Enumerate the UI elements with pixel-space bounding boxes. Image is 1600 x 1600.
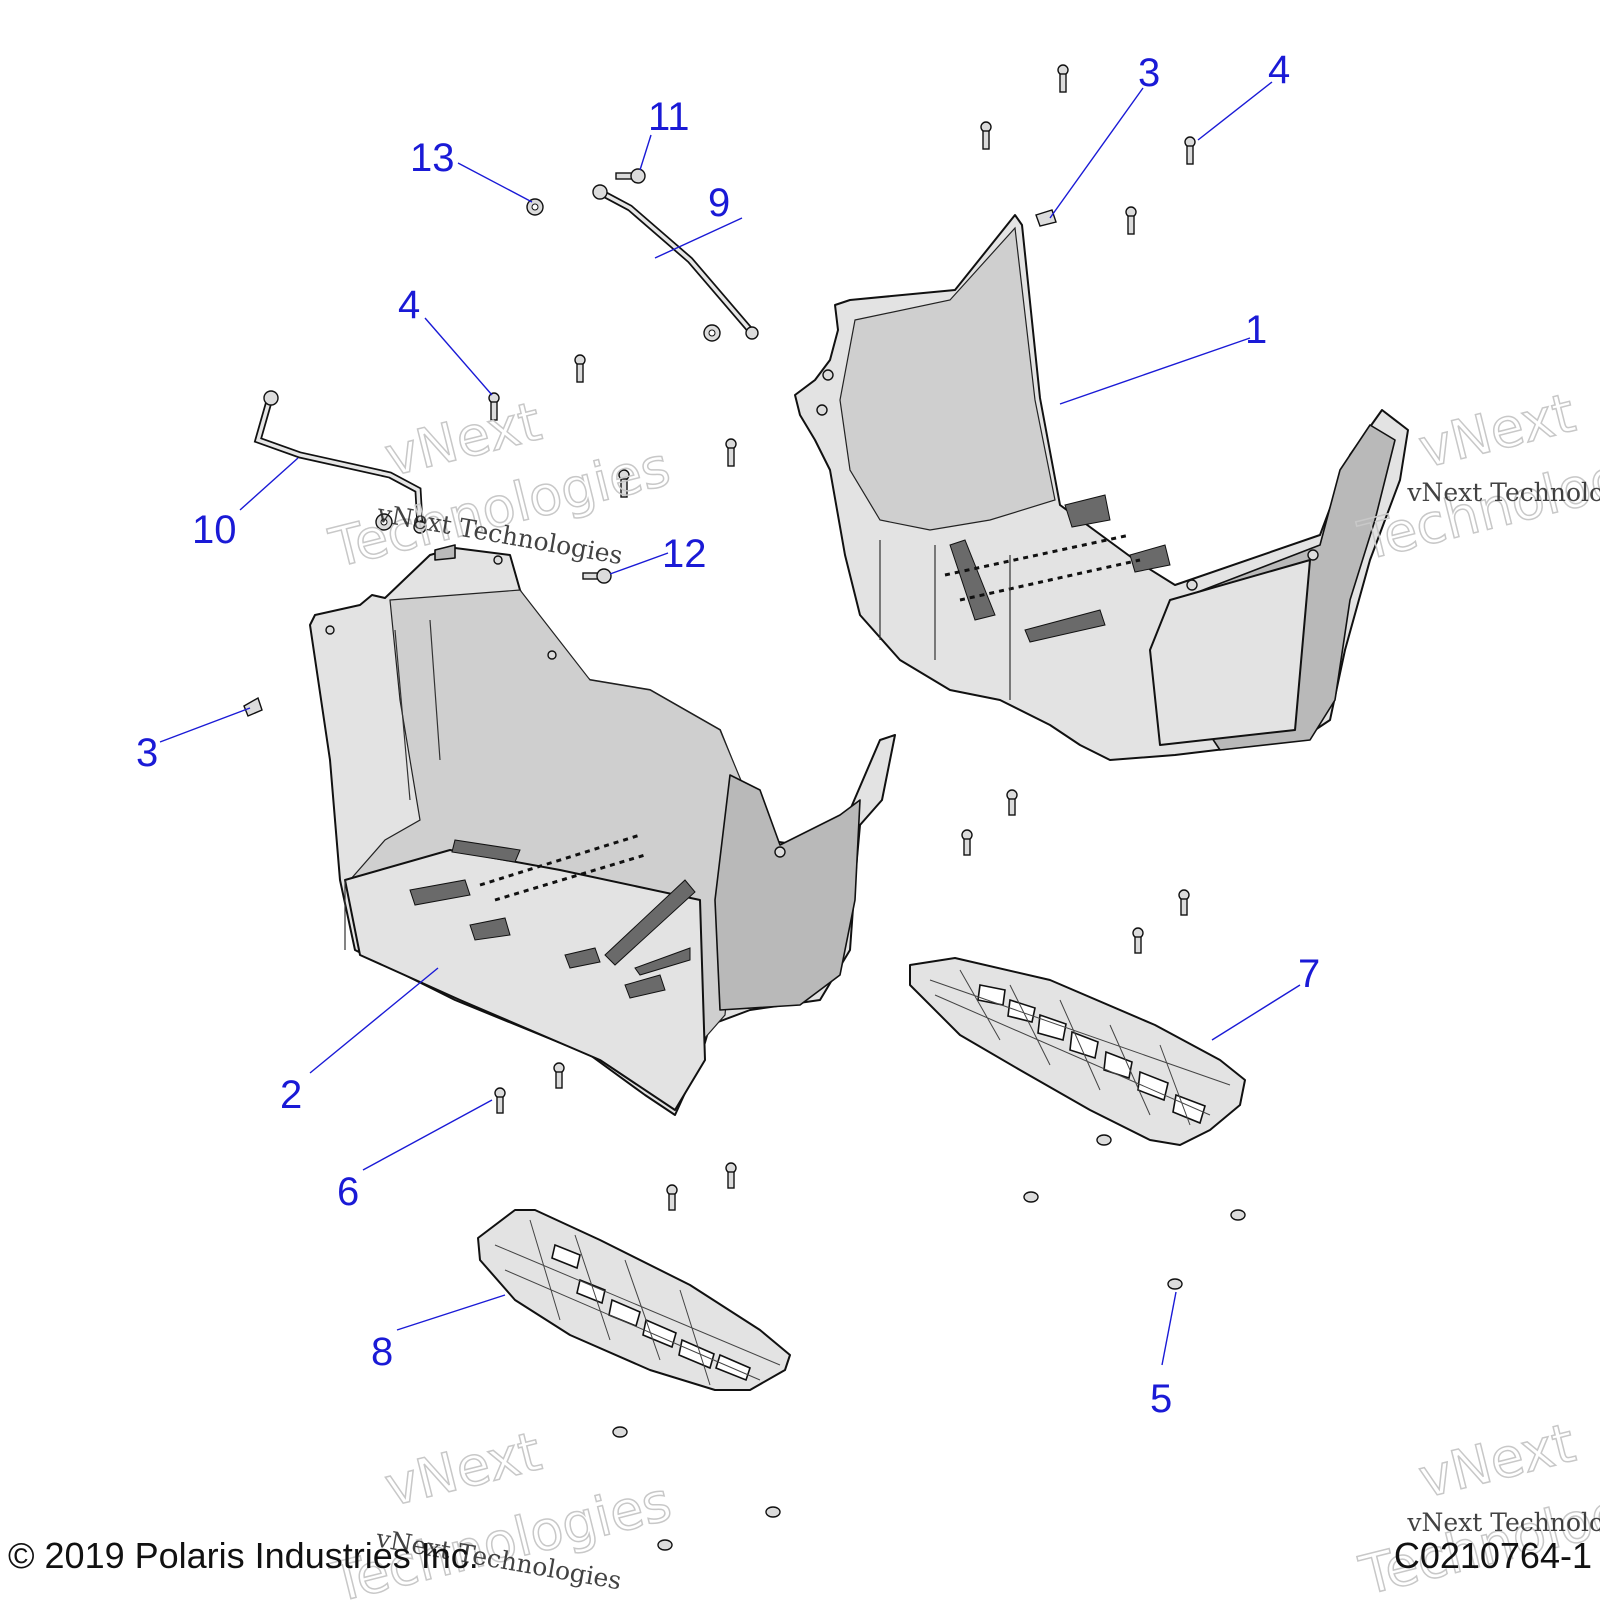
bolt [1184, 136, 1196, 165]
callout-9: 9 [708, 181, 730, 225]
rivet [1035, 209, 1057, 227]
callout-labels: 1 2 3 3 4 4 5 6 7 8 9 10 11 12 13 [136, 48, 1320, 1421]
nut [1096, 1134, 1112, 1146]
part-8-left-footrest [477, 1209, 791, 1391]
svg-text:vNext Technologies: vNext Technologies [1406, 478, 1600, 507]
rivet [243, 696, 263, 717]
copyright-notice: © 2019 Polaris Industries Inc. [8, 1535, 479, 1576]
nut [1023, 1191, 1039, 1203]
callout-10: 10 [192, 508, 237, 552]
callout-8: 8 [371, 1330, 393, 1374]
bolt [553, 1062, 565, 1089]
callout-5: 5 [1150, 1377, 1172, 1421]
hardware-fasteners [243, 64, 1246, 1551]
nut [657, 1539, 673, 1551]
bolt [494, 1087, 506, 1114]
bolt [615, 168, 646, 184]
nut [703, 324, 721, 342]
nut [1167, 1278, 1183, 1290]
part-1-right-footwell [794, 214, 1409, 761]
bolt [618, 469, 630, 498]
callout-3: 3 [1138, 51, 1160, 95]
bolt [666, 1184, 678, 1211]
figure-code: C0210764-1 [1394, 1535, 1592, 1576]
bolt [1132, 927, 1144, 954]
bolt [488, 392, 500, 421]
nut [765, 1506, 781, 1518]
bolt [1178, 889, 1190, 916]
callout-2: 2 [280, 1073, 302, 1117]
part-7-right-footrest [909, 957, 1246, 1146]
leader-lines [159, 81, 1301, 1366]
bolt [725, 438, 737, 467]
bolt [574, 354, 586, 383]
callout-7: 7 [1298, 952, 1320, 996]
callout-13: 13 [410, 136, 455, 180]
callout-12: 12 [662, 532, 707, 576]
svg-text:vNext Technologies: vNext Technologies [1406, 1508, 1600, 1537]
callout-6: 6 [337, 1170, 359, 1214]
callout-4: 4 [398, 283, 420, 327]
bolt [1125, 206, 1137, 235]
callout-1: 1 [1245, 308, 1267, 352]
part-9-brace-rod [592, 184, 759, 340]
nut [1230, 1209, 1246, 1221]
part-10-brace-rod [253, 390, 427, 534]
bolt [582, 568, 612, 584]
callout-3: 3 [136, 731, 158, 775]
part-2-left-footwell [309, 544, 896, 1116]
bolt [980, 121, 992, 150]
nut [375, 513, 393, 531]
bolt [725, 1162, 737, 1189]
callout-4: 4 [1268, 48, 1290, 92]
nut [526, 198, 544, 216]
bolt [1057, 64, 1069, 93]
bolt [961, 829, 973, 856]
nut [612, 1426, 628, 1438]
bolt [1006, 789, 1018, 816]
callout-11: 11 [648, 95, 690, 139]
